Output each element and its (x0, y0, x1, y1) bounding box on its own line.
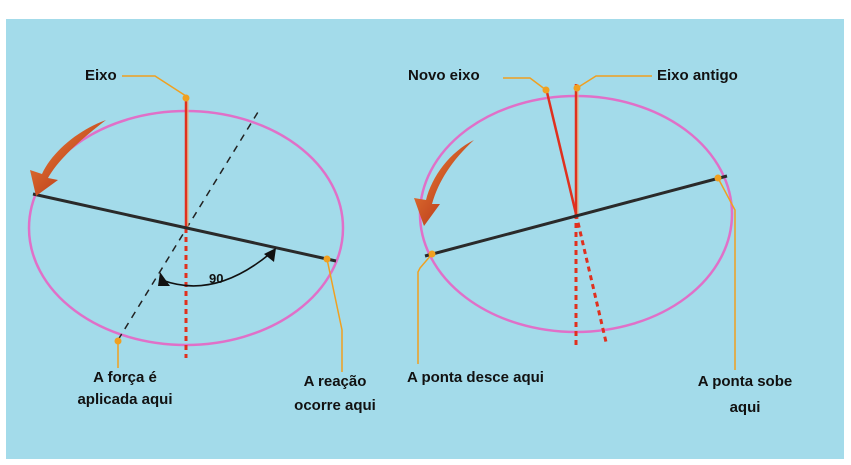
new-axis-dashed (576, 214, 606, 342)
label-reaction-line1: A reação (280, 372, 390, 392)
new-axis-solid (546, 88, 576, 214)
label-tip-up-line1: A ponta sobe (690, 372, 800, 392)
tip-up-dot (715, 175, 722, 182)
label-axis: Eixo (85, 66, 117, 86)
tip-down-dot (429, 251, 436, 258)
label-angle-90: 90 (209, 269, 223, 289)
angle-arrowhead-right (264, 248, 276, 262)
leader-axis (122, 76, 186, 96)
axis-dot (183, 95, 190, 102)
leader-tip-down (418, 254, 432, 364)
right-gyro-diagram (414, 76, 735, 370)
reaction-dot (324, 256, 331, 263)
label-tip-up-line2: aqui (690, 398, 800, 418)
old-axis-dot (574, 85, 581, 92)
label-tip-down: A ponta desce aqui (407, 368, 544, 388)
label-force-line2: aplicada aqui (60, 390, 190, 410)
new-axis-dot (543, 87, 550, 94)
left-rotation-arrow (30, 120, 106, 196)
label-new-axis: Novo eixo (408, 66, 480, 86)
label-reaction-line2: ocorre aqui (270, 396, 400, 416)
leader-old-axis (577, 76, 652, 88)
left-gyro-diagram (29, 76, 343, 372)
leader-new-axis (503, 78, 546, 90)
label-force-line1: A força é (70, 368, 180, 388)
angle-arrowhead-left (158, 272, 170, 286)
force-dot (115, 338, 122, 345)
label-old-axis: Eixo antigo (657, 66, 738, 86)
